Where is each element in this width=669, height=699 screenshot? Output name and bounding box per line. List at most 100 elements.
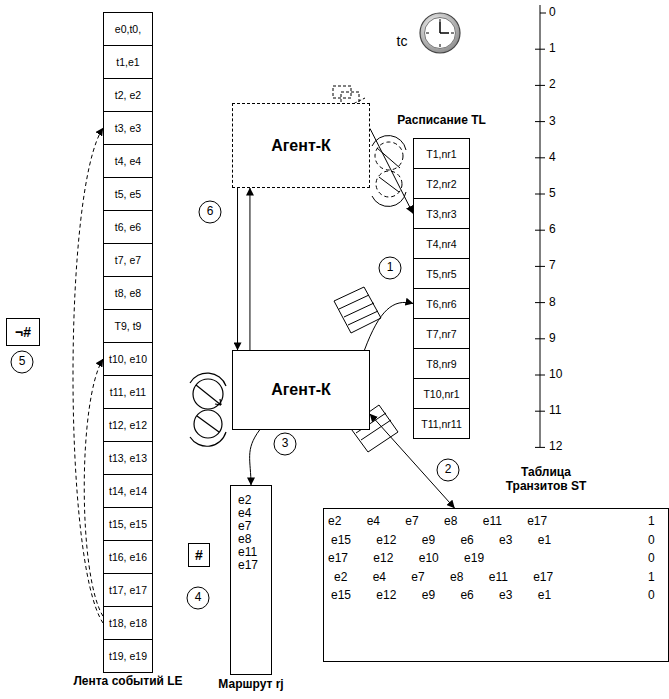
table-row: e17 e12 e10 e19 [328, 552, 484, 565]
route-box: Маршрут rje2 e4 e7 e8 e11 e17 [230, 485, 272, 675]
schedule-cell: T6,nr6 [413, 288, 470, 319]
box-text: t15, e15 [109, 518, 147, 530]
table-flag: 0 [648, 534, 655, 547]
table-flag: 0 [648, 552, 655, 565]
box-text: t7, e7 [115, 254, 141, 266]
event-cell: t5, e5 [103, 177, 153, 211]
box-text: e0,t0, [115, 23, 141, 35]
agent-box: Агент-К [232, 350, 370, 430]
box-text: # [195, 547, 203, 563]
table-heading: Таблица Транзитов ST [496, 465, 596, 494]
event-cell: t4, e4 [103, 144, 153, 178]
event-cell: t12, e12 [103, 408, 153, 442]
box-text: t1,e1 [116, 56, 139, 68]
table-flag: 0 [648, 589, 655, 602]
box-text: t12, e12 [109, 419, 147, 431]
event-cell: t8, e8 [103, 276, 153, 310]
scale-number: 6 [549, 224, 556, 237]
box-text: t5, e5 [115, 188, 141, 200]
transit-table: Таблица Транзитов STe2 e4 e7 e8 e11 e171… [323, 508, 669, 662]
event-cell: t19, e19 [103, 639, 153, 673]
box-text: T1,nr1 [426, 148, 456, 160]
flow-arrow [249, 188, 250, 350]
scale-number: 10 [549, 368, 562, 381]
box-text: t6, e6 [115, 221, 141, 233]
box-text: Агент-К [271, 137, 331, 155]
box-text: t4, e4 [115, 155, 141, 167]
box-text: t3, e3 [115, 122, 141, 134]
event-cell: t13, e13 [103, 441, 153, 475]
box-text: T11,nr11 [421, 418, 461, 430]
agent-box-future: Агент-К [232, 103, 370, 188]
scale-number: 12 [549, 441, 562, 454]
clock-icon [420, 13, 460, 53]
event-cell: t17, e17 [103, 573, 153, 607]
callout-number: 5 [19, 355, 26, 368]
schedule-cell: T7,nr7 [413, 318, 470, 349]
box-text: t11, e11 [110, 386, 146, 398]
scale-number: 3 [549, 115, 556, 128]
box-text: t18, e18 [109, 617, 147, 629]
clock-label: tc [397, 34, 408, 49]
scale-number: 8 [549, 296, 556, 309]
schedule-heading: Расписание TL [397, 114, 486, 127]
box-text: t19, e19 [109, 650, 147, 662]
box-text: T4,nr4 [426, 238, 456, 250]
scale-number: 9 [549, 332, 556, 345]
tape-caption: Лента событий LE [73, 675, 182, 688]
event-cell: t18, e18 [103, 606, 153, 640]
box-text: t16, e16 [109, 551, 147, 563]
scale-number: 0 [549, 6, 556, 19]
scale-number: 4 [549, 151, 556, 164]
event-cell: t14, e14 [103, 474, 153, 508]
event-cell: t15, e15 [103, 507, 153, 541]
table-row: e15 e12 e9 e6 e3 e1 [331, 589, 551, 602]
flow-arrow [237, 188, 238, 350]
scale-number: 2 [549, 79, 556, 92]
event-cell: t3, e3 [103, 111, 153, 145]
schedule-cell: T8,nr9 [413, 348, 470, 379]
event-cell: t10, e10 [103, 342, 153, 376]
route-heading: Маршрут rj [218, 678, 283, 691]
schedule-list: Расписание TLT1,nr1T2,nr2T3,nr3T4,nr4T5,… [413, 138, 470, 438]
box-text: T10,nr1 [423, 388, 459, 400]
scale-number: 11 [549, 405, 561, 418]
not-hash-box: ¬# [6, 318, 40, 346]
gear-solid [190, 373, 226, 446]
box-text: T9, t9 [115, 320, 142, 332]
box-text: ¬# [15, 324, 31, 340]
schedule-cell: T10,nr1 [413, 378, 470, 409]
table-row: e2 e4 e7 e8 e11 e17 [328, 515, 547, 528]
schedule-cell: T5,nr5 [413, 258, 470, 289]
time-scale [535, 5, 546, 447]
schedule-cell: T2,nr2 [413, 168, 470, 199]
flow-arrow [364, 302, 413, 350]
scale-number: 7 [549, 260, 556, 273]
event-cell: t6, e6 [103, 210, 153, 244]
box-text: T5,nr5 [426, 268, 456, 280]
table-flag: 1 [648, 515, 655, 528]
schedule-cell: T3,nr3 [413, 198, 470, 229]
event-cell: T9, t9 [103, 309, 153, 343]
callout-number: 6 [207, 205, 214, 218]
transition-arrow [84, 359, 103, 616]
box-text: Агент-К [271, 381, 331, 399]
event-cell: t11, e11 [103, 375, 153, 409]
box-text: T7,nr7 [426, 328, 456, 340]
table-flag: 1 [648, 571, 655, 584]
event-tape: Лента событий LEe0,t0,t1,e1t2, e2t3, e3t… [103, 12, 153, 672]
box-text: T3,nr3 [426, 208, 456, 220]
schedule-cell: T1,nr1 [413, 138, 470, 169]
scale-number: 5 [549, 187, 556, 200]
event-cell: t2, e2 [103, 78, 153, 112]
callout-number: 1 [387, 261, 394, 274]
box-text: t10, e10 [109, 353, 147, 365]
callout-number: 4 [195, 591, 202, 604]
gear-dashed [372, 136, 406, 207]
event-cell: e0,t0, [103, 12, 153, 46]
event-cell: t7, e7 [103, 243, 153, 277]
flow-arrow [370, 129, 413, 214]
box-text: t13, e13 [109, 452, 147, 464]
box-text: T2,nr2 [426, 178, 456, 190]
callout-number: 2 [445, 463, 452, 476]
